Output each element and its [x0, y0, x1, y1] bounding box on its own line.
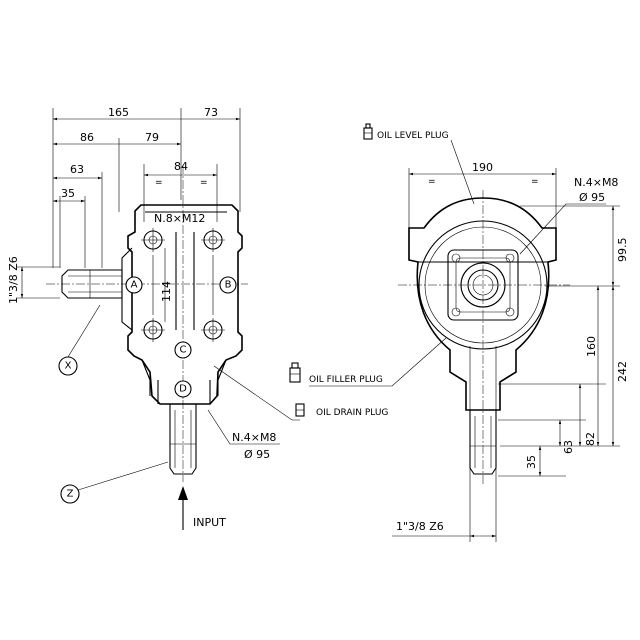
left-view: A B C D X Z INPUT	[7, 106, 280, 530]
bolt	[201, 228, 225, 252]
right-output-shaft	[469, 410, 497, 475]
dim-63: 63	[70, 163, 84, 176]
oil-plugs: OIL LEVEL PLUG OIL FILLER PLUG OIL DRAIN…	[213, 123, 475, 421]
dim-eq-r-left: =	[428, 177, 436, 187]
svg-text:D: D	[179, 384, 187, 395]
oil-filler-plug-icon	[289, 362, 301, 383]
bolt	[141, 228, 165, 252]
dim-79: 79	[145, 131, 159, 144]
svg-text:N.4×M8: N.4×M8	[232, 431, 276, 444]
bolt	[201, 318, 225, 342]
input-label: INPUT	[193, 516, 226, 529]
axis-marker-x: X	[58, 304, 101, 376]
callout-c: C	[174, 341, 192, 359]
dim-35-right: 35	[525, 455, 538, 469]
top-flange-annotation: N.4×M8 Ø 95	[519, 176, 618, 255]
dim-86: 86	[80, 131, 94, 144]
dim-73: 73	[204, 106, 218, 119]
dim-99-5: 99.5	[616, 238, 629, 263]
left-extension-lines	[52, 108, 241, 268]
left-output-shaft	[46, 269, 248, 299]
oil-filler-plug-label: OIL FILLER PLUG	[309, 375, 383, 385]
callout-b: B	[219, 276, 237, 294]
dim-190: 190	[472, 161, 493, 174]
right-gearbox-housing	[408, 197, 557, 411]
svg-text:N.4×M8: N.4×M8	[574, 176, 618, 189]
axis-marker-z: Z	[60, 461, 169, 504]
dim-242: 242	[616, 361, 629, 382]
dim-165: 165	[108, 106, 129, 119]
callout-a: A	[125, 276, 143, 294]
dim-35: 35	[61, 187, 75, 200]
right-dimension-lines	[392, 172, 615, 542]
bolt	[141, 318, 165, 342]
oil-drain-plug-label: OIL DRAIN PLUG	[316, 408, 388, 418]
left-shaft-spec: 1"3/8 Z6	[7, 256, 20, 304]
oil-drain-plug-icon	[295, 403, 305, 417]
left-bolt-pattern	[141, 228, 225, 342]
input-flange-annotation: N.4×M8 Ø 95	[207, 409, 280, 461]
svg-text:Ø 95: Ø 95	[579, 191, 605, 204]
svg-text:Z: Z	[67, 489, 74, 500]
bolt-pattern-label: N.8×M12	[154, 212, 205, 225]
right-extension-lines	[408, 168, 620, 477]
svg-text:B: B	[225, 280, 232, 291]
dim-63-right: 63	[562, 440, 575, 454]
oil-level-plug-label: OIL LEVEL PLUG	[377, 131, 449, 141]
svg-text:Ø 95: Ø 95	[244, 448, 270, 461]
dim-160: 160	[585, 336, 598, 357]
dim-eq-left: =	[155, 178, 163, 188]
left-gearbox-housing	[121, 204, 243, 405]
svg-text:C: C	[180, 345, 187, 356]
right-shaft-spec: 1"3/8 Z6	[396, 520, 444, 533]
left-input-shaft	[169, 165, 197, 482]
svg-text:A: A	[131, 280, 138, 291]
dim-114: 114	[160, 281, 173, 302]
callout-d: D	[174, 380, 192, 398]
input-arrow: INPUT	[178, 486, 226, 530]
svg-text:X: X	[65, 361, 72, 372]
oil-level-plug-icon	[363, 123, 373, 140]
dim-84: 84	[174, 160, 188, 173]
dim-82: 82	[584, 432, 597, 446]
dim-eq-right: =	[200, 178, 208, 188]
right-view: N.4×M8 Ø 95 190 = = 99.5 160 242 82 63 3…	[392, 161, 629, 542]
left-dimension-lines	[16, 117, 240, 322]
dim-eq-r-right: =	[531, 177, 539, 187]
